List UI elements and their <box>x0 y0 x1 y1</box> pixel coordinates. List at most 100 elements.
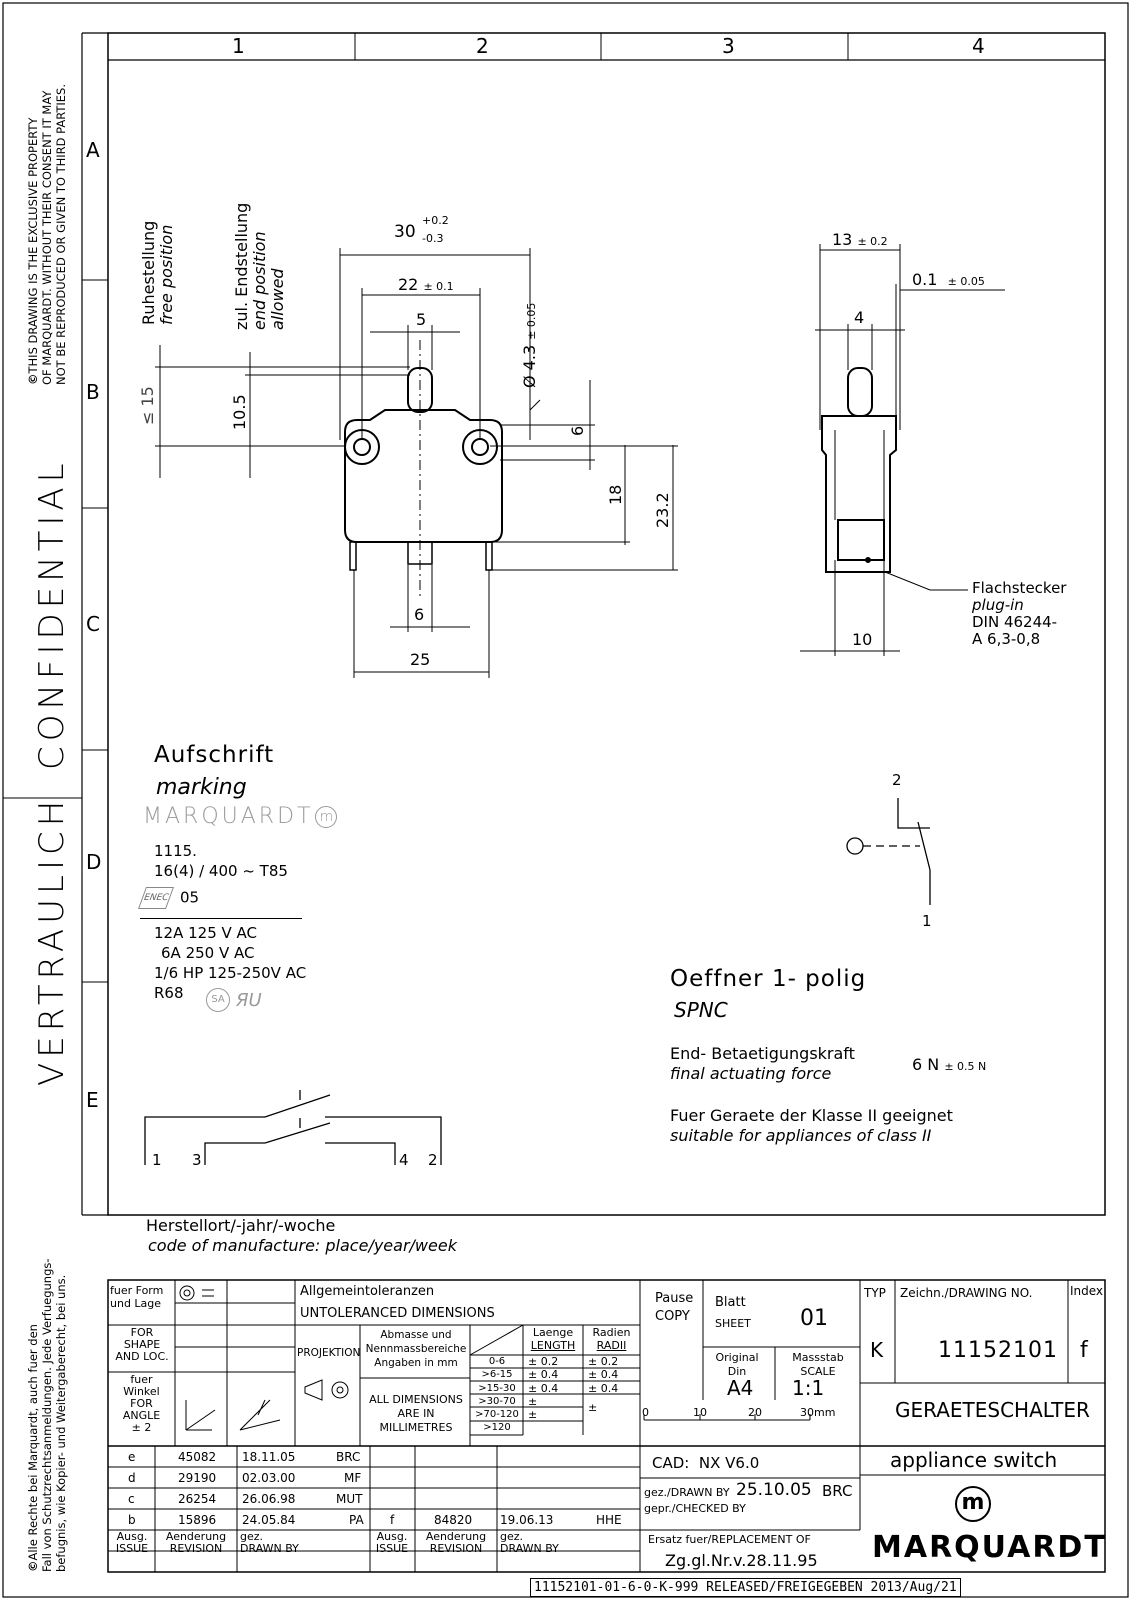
tolerance-range-row: 0-6>6-15>15-30>30-70>70-120>120 <box>475 1356 519 1434</box>
dim-22: 22 ± 0.1 <box>398 275 454 294</box>
dim-6-vertical: 6 <box>568 425 587 436</box>
table-row: d 29190 02.03.00 MF <box>128 1471 362 1485</box>
symbol-terminal-1: 1 <box>922 912 932 930</box>
rights-notice: ©Alle Rechte bei Marquardt, auch fuer de… <box>26 1258 68 1572</box>
row-label-c: C <box>86 612 100 636</box>
replacement-label: Ersatz fuer/REPLACEMENT OF <box>648 1533 811 1546</box>
manufacture-code-label-en: code of manufacture: place/year/week <box>148 1236 457 1255</box>
ruler-10: 10 <box>693 1406 707 1419</box>
original-format: A4 <box>727 1376 754 1400</box>
terminal-4: 4 <box>399 1151 409 1169</box>
enec-icon: ENEC <box>137 887 175 909</box>
drawn-by-initials: BRC <box>822 1482 853 1500</box>
dim-30: 30 <box>394 222 416 242</box>
property-notice: ©THIS DRAWING IS THE EXCLUSIVE PROPERTY … <box>26 83 68 386</box>
drawn-by-label: gez./DRAWN BY <box>644 1486 730 1499</box>
sheet-number: 01 <box>800 1306 828 1331</box>
marking-underline <box>140 918 302 919</box>
typ-label: TYP <box>864 1286 886 1300</box>
row-label-d: D <box>86 850 102 874</box>
copyright-icon: © <box>26 1560 40 1573</box>
column-label-4: 4 <box>972 34 985 58</box>
table-row: f 84820 19.06.13 HHE <box>390 1513 622 1527</box>
checked-by-label: gepr./CHECKED BY <box>644 1502 746 1515</box>
switch-type-en: SPNC <box>674 998 728 1022</box>
table-row: c 26254 26.06.98 MUT <box>128 1492 363 1506</box>
release-stamp: 11152101-01-6-0-K-999 RELEASED/FREIGEGEB… <box>530 1578 961 1597</box>
rating-2: 6A 250 V AC <box>161 944 255 962</box>
plug-in-callout: Flachstecker plug-in DIN 46244- A 6,3-0,… <box>972 579 1067 648</box>
scale-value: 1:1 <box>792 1376 825 1400</box>
tolerances-title-en: UNTOLERANCED DIMENSIONS <box>300 1306 495 1321</box>
dim-diameter: Ø 4.3 ± 0.05 <box>520 302 539 388</box>
terminal-1: 1 <box>152 1151 162 1169</box>
typ-value: K <box>870 1338 884 1362</box>
force-value: 6 N ± 0.5 N <box>912 1055 987 1074</box>
ruler-0: 0 <box>642 1406 649 1419</box>
dim-le15: ≤ 15 <box>138 386 157 425</box>
switch-type: Oeffner 1- polig <box>670 966 867 992</box>
company-logo-icon: m <box>955 1486 991 1522</box>
ruler-30: 30mm <box>800 1406 836 1419</box>
tolerances-title: Allgemeintoleranzen <box>300 1284 435 1299</box>
column-label-1: 1 <box>232 34 245 58</box>
marking-line2: 16(4) / 400 ~ T85 <box>154 862 288 880</box>
dim-30-minus: -0.3 <box>422 232 444 245</box>
row-label-e: E <box>86 1088 99 1112</box>
dim-0-1: 0.1 ± 0.05 <box>912 270 985 289</box>
column-label-2: 2 <box>476 34 489 58</box>
drawing-number: 11152101 <box>938 1338 1058 1363</box>
part-title-en: appliance switch <box>890 1448 1058 1472</box>
force-label-en: final actuating force <box>670 1064 832 1083</box>
index-value: f <box>1080 1338 1088 1363</box>
free-position-label: Ruhestellung free position <box>139 220 176 325</box>
cad-info: CAD: NX V6.0 <box>652 1454 760 1472</box>
row-label-a: A <box>86 138 100 162</box>
ruler-20: 20 <box>748 1406 762 1419</box>
replacement-value: Zg.gl.Nr.v.28.11.95 <box>665 1551 818 1570</box>
marking-title-en: marking <box>156 775 247 800</box>
part-title: GERAETESCHALTER <box>895 1398 1090 1422</box>
end-position-label: zul. Endstellung end position allowed <box>232 202 287 330</box>
table-row: e 45082 18.11.05 BRC <box>128 1450 361 1464</box>
radii-tolerance-column: ± 0.2± 0.4± 0.4± <box>588 1355 619 1414</box>
form-label: fuer Form und Lage <box>110 1284 164 1310</box>
marking-title: Aufschrift <box>154 742 275 768</box>
symbol-terminal-2: 2 <box>892 771 902 789</box>
manufacture-code-label: Herstellort/-jahr/-woche <box>146 1216 336 1235</box>
dim-30-plus: +0.2 <box>422 214 449 227</box>
index-label: Index <box>1070 1284 1104 1298</box>
rating-1: 12A 125 V AC <box>154 924 258 942</box>
terminal-2: 2 <box>428 1151 438 1169</box>
table-row: b 15896 24.05.84 PA <box>128 1513 364 1527</box>
column-label-3: 3 <box>722 34 735 58</box>
dim-10-5: 10.5 <box>230 394 249 430</box>
sa-certification-icon: SA <box>206 988 230 1012</box>
class-label: Fuer Geraete der Klasse II geeignet <box>670 1106 953 1125</box>
rating-3: 1/6 HP 125-250V AC <box>154 964 307 982</box>
marquardt-logo-icon: m <box>315 806 338 828</box>
vertraulich-label: VERTRAULICH <box>32 795 72 1086</box>
dim-25: 25 <box>410 650 431 669</box>
dim-23-2: 23.2 <box>653 492 672 528</box>
company-name: MARQUARDT <box>872 1530 1107 1565</box>
confidential-label: CONFIDENTIAL <box>32 458 72 770</box>
copyright-icon: © <box>26 373 40 386</box>
class-label-en: suitable for appliances of class II <box>670 1126 932 1145</box>
dim-5: 5 <box>416 310 427 329</box>
projection-label: PROJEKTION <box>297 1347 361 1359</box>
terminal-3: 3 <box>192 1151 202 1169</box>
